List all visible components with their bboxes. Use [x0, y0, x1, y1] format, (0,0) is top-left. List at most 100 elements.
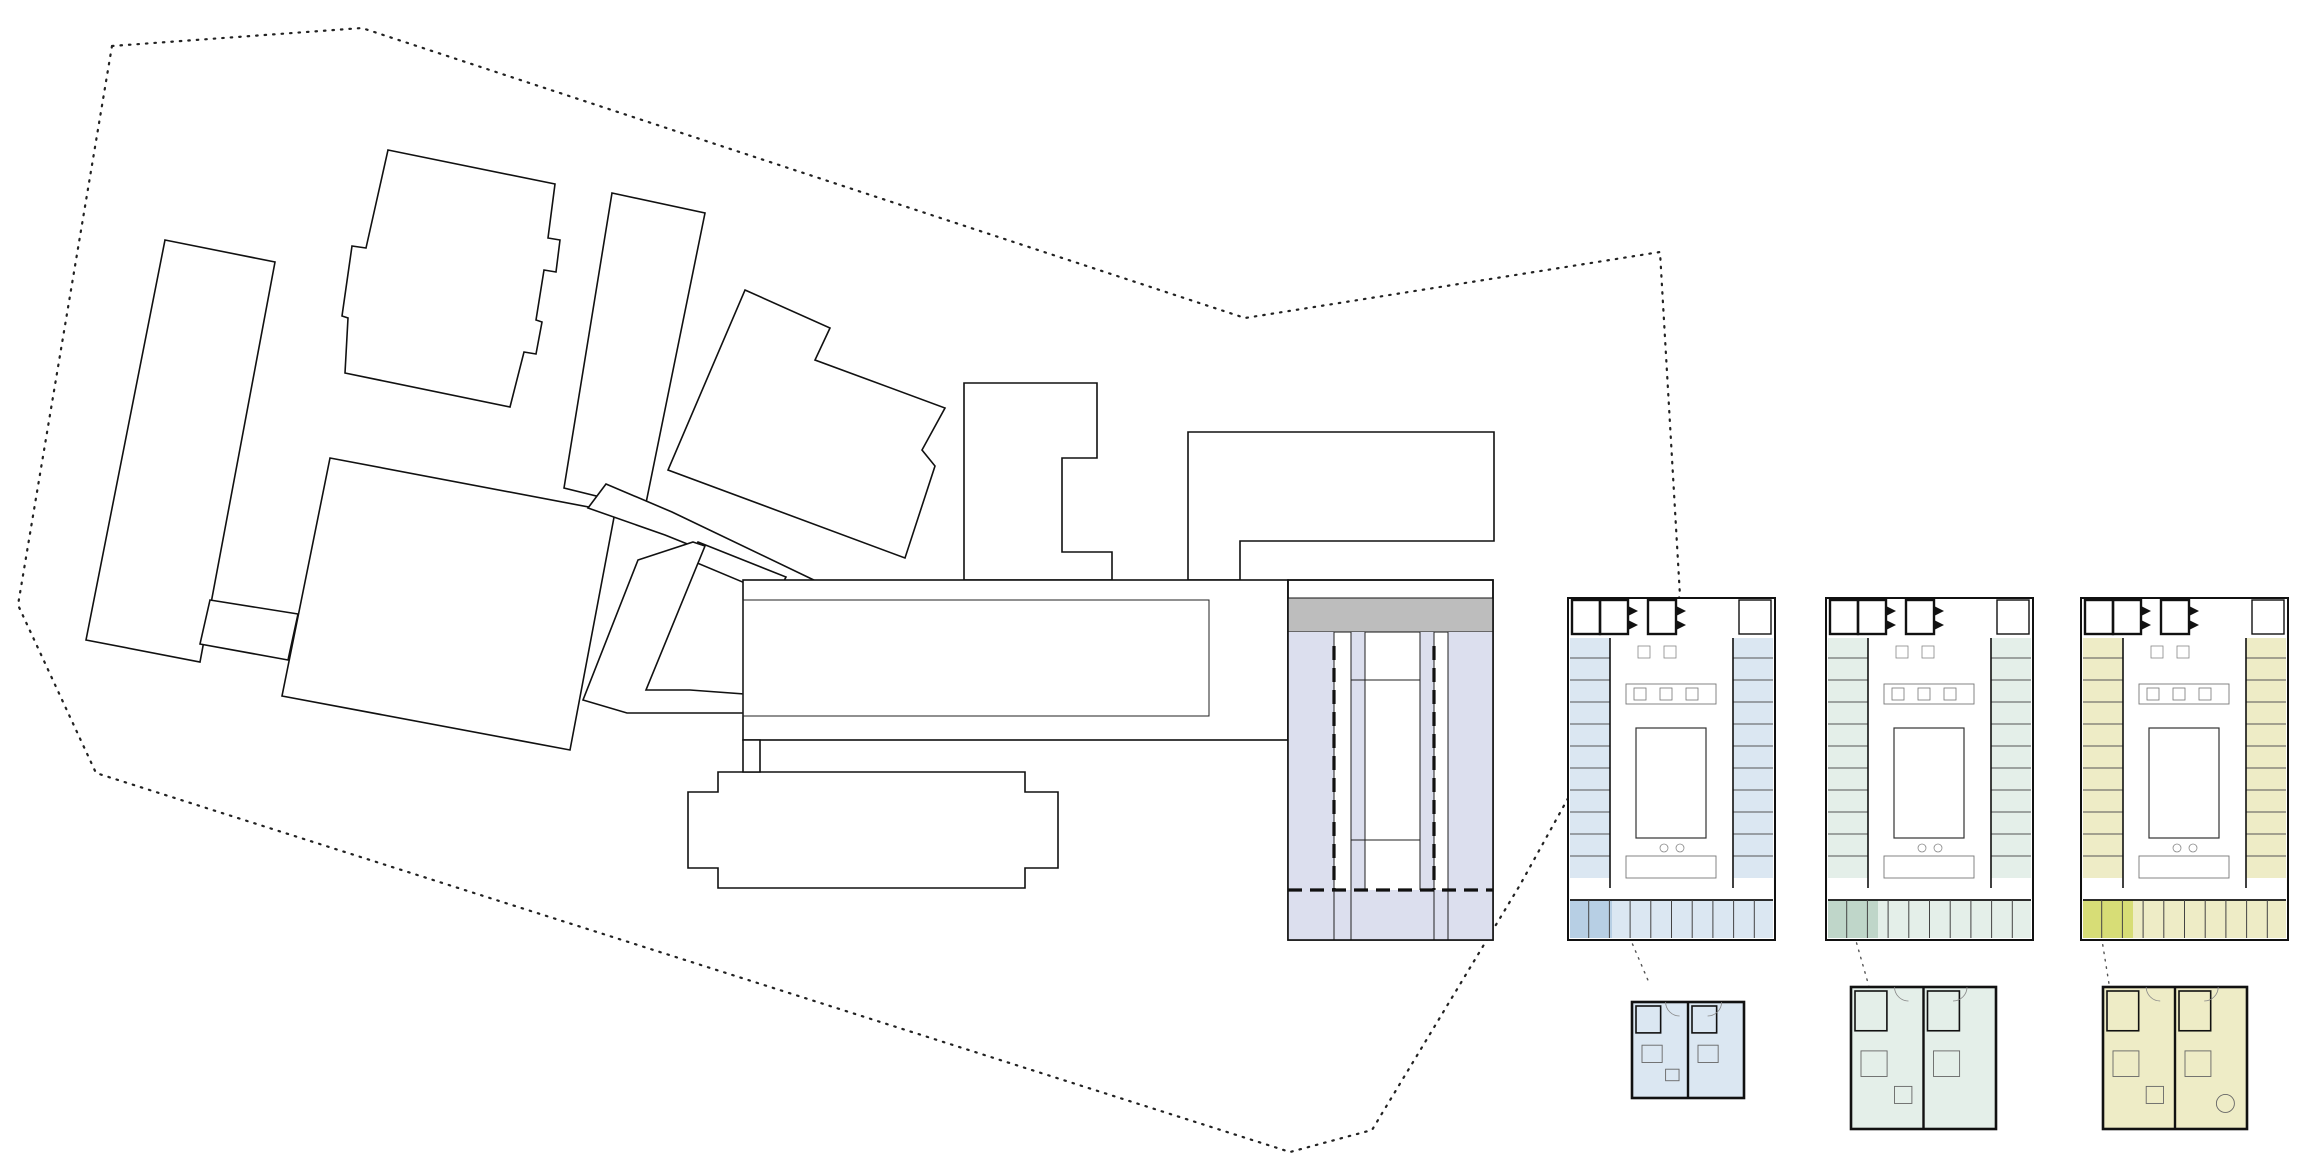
floor-plan-wing-right — [2246, 638, 2286, 878]
lift-arrow-icon — [1628, 620, 1638, 630]
bathroom — [2106, 990, 2140, 1032]
floor-plan-highlight-unit — [2083, 900, 2133, 938]
lounge-area — [2138, 855, 2230, 879]
stair-core — [1904, 598, 1936, 636]
door-swing-icon — [1707, 1001, 1722, 1017]
site-boundary — [16, 26, 1682, 1154]
building-west-slab — [85, 239, 276, 663]
lift-arrow-icon — [2189, 620, 2199, 630]
table-icon — [2198, 687, 2212, 701]
lift-arrow-icon — [1886, 620, 1896, 630]
floor-plan-wing-left — [1570, 638, 1610, 878]
floor-plan-wing-right — [1991, 638, 2031, 878]
courtyard — [1635, 727, 1707, 839]
stair-core — [1646, 598, 1678, 636]
bathroom — [1926, 990, 1961, 1032]
bathroom — [1635, 1005, 1662, 1034]
table-icon — [1659, 687, 1673, 701]
bed-icon — [1860, 1050, 1888, 1077]
lift-arrow-icon — [1934, 606, 1944, 616]
lift-arrow-icon — [2141, 620, 2151, 630]
bed-icon — [1697, 1044, 1719, 1063]
bed-icon — [2184, 1050, 2212, 1077]
floor-plan-highlight-unit — [1828, 900, 1878, 938]
service-room — [2251, 599, 2285, 635]
door-swing-icon — [1665, 1001, 1680, 1017]
table-icon — [1943, 687, 1957, 701]
door-swing-icon — [1952, 986, 1968, 1002]
chair-icon — [1917, 843, 1927, 853]
lift-arrow-icon — [1676, 606, 1686, 616]
lift-arrow-icon — [1934, 620, 1944, 630]
floor-plan-c — [2080, 597, 2289, 941]
table-icon — [1921, 645, 1935, 659]
lift-arrow-icon — [1676, 620, 1686, 630]
building-east-block — [1187, 431, 1495, 581]
floor-plan-highlight-unit — [1570, 900, 1612, 938]
bathroom — [1691, 1005, 1718, 1034]
desk-icon — [1665, 1068, 1680, 1082]
stair-core — [1856, 598, 1888, 636]
table-icon — [1917, 687, 1931, 701]
bed-icon — [1641, 1044, 1663, 1063]
selected-block-bottom — [1288, 890, 1493, 940]
courtyard — [1893, 727, 1965, 839]
chair-icon — [2172, 843, 2182, 853]
table-icon — [1663, 645, 1677, 659]
table-icon — [1891, 687, 1905, 701]
unit-plan-b — [1849, 985, 1998, 1131]
chair-icon — [1933, 843, 1943, 853]
service-room — [1738, 599, 1772, 635]
floor-plan-b — [1825, 597, 2034, 941]
chair-icon — [1675, 843, 1685, 853]
selected-block-outline-top — [1287, 579, 1494, 941]
building-south-block — [687, 771, 1059, 889]
floor-plan-wing-right — [1733, 638, 1773, 878]
dining-area — [2138, 683, 2230, 705]
table-icon — [2172, 687, 2186, 701]
leader-line — [1837, 877, 1871, 991]
courtyard — [2148, 727, 2220, 839]
door-swing-icon — [2204, 986, 2219, 1002]
stair-core — [2159, 598, 2191, 636]
stair-core — [2111, 598, 2143, 636]
selected-block-court-left — [1351, 632, 1365, 890]
lift-arrow-icon — [2189, 606, 2199, 616]
building-north-block — [341, 149, 561, 408]
round-table-icon — [2215, 1093, 2235, 1113]
link-bridge-west — [199, 599, 299, 661]
selected-block-band — [1287, 597, 1494, 633]
service-room — [1996, 599, 2030, 635]
unit-plans — [1630, 985, 2249, 1131]
lift-arrow-icon — [2141, 606, 2151, 616]
floor-plan-wing-left — [2083, 638, 2123, 878]
link-spine-south — [742, 739, 761, 773]
dining-area — [1625, 683, 1717, 705]
lift-arrow-icon — [1886, 606, 1896, 616]
bed-icon — [2112, 1050, 2140, 1077]
lounge-area — [1883, 855, 1975, 879]
door-swing-icon — [2145, 986, 2161, 1002]
table-icon — [1685, 687, 1699, 701]
chair-icon — [1659, 843, 1669, 853]
bathroom — [1854, 990, 1888, 1032]
unit-plan-a — [1630, 1000, 1746, 1100]
existing-buildings — [85, 149, 1495, 889]
selected-block — [1287, 579, 1494, 941]
desk-icon — [1894, 1085, 1913, 1104]
building-large-block — [281, 457, 616, 751]
spine-inner-bar — [742, 599, 1210, 717]
desk-icon — [2145, 1085, 2164, 1104]
bathroom — [2178, 990, 2212, 1032]
bed-icon — [1933, 1050, 1961, 1077]
table-icon — [2146, 687, 2160, 701]
table-icon — [1895, 645, 1909, 659]
unit-plan-c — [2101, 985, 2249, 1131]
table-icon — [2176, 645, 2190, 659]
lift-arrow-icon — [1628, 606, 1638, 616]
dining-area — [1883, 683, 1975, 705]
door-swing-icon — [1894, 986, 1909, 1002]
table-icon — [2150, 645, 2164, 659]
